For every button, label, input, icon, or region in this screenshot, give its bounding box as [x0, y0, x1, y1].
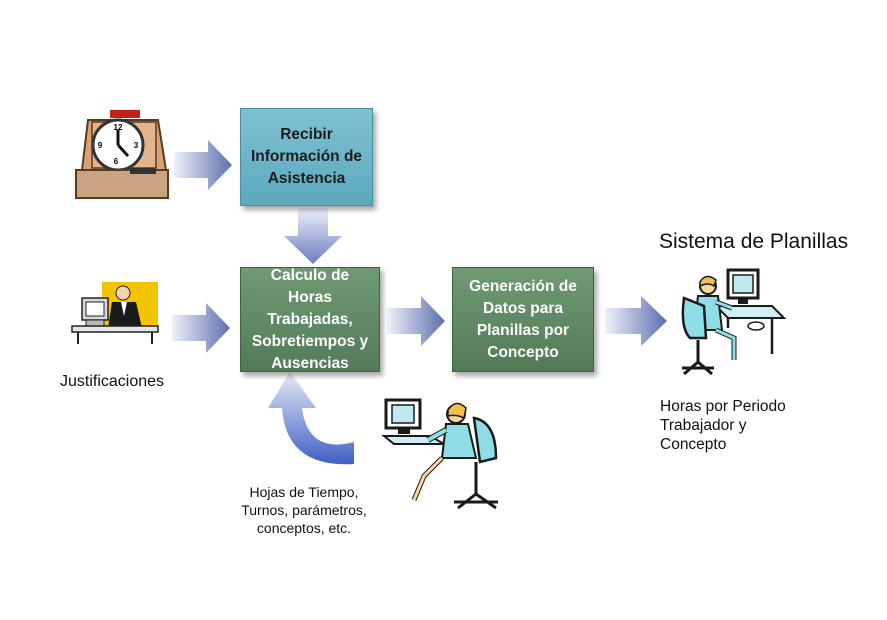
sheets-label-line3: conceptos, etc.	[256, 520, 352, 536]
output-label: Horas por Periodo Trabajador y Concepto	[660, 397, 786, 454]
system-title: Sistema de Planillas	[659, 230, 849, 253]
box-calculate-hours-text: Calculo de Horas Trabajadas, Sobretiempo…	[251, 266, 369, 372]
arrow-generation-to-system	[605, 296, 667, 346]
output-label-line1: Horas por Periodo	[660, 398, 786, 415]
computer-user-icon	[681, 268, 787, 376]
time-clock-icon: 12 3 6 9	[75, 110, 169, 199]
arrow-clock-to-receive	[174, 140, 232, 190]
box-data-generation-text: Generación de Datos para Planillas por C…	[469, 277, 577, 361]
clock-3: 3	[134, 141, 139, 150]
clock-12: 12	[114, 123, 123, 132]
typist-woman-icon	[381, 398, 498, 510]
box-data-generation: Generación de Datos para Planillas por C…	[452, 267, 594, 372]
arrow-justif-to-calc	[172, 303, 230, 353]
output-label-line3: Concepto	[660, 436, 727, 453]
output-label-line2: Trabajador y	[660, 417, 747, 434]
arrow-receive-to-calc	[284, 208, 342, 264]
sheets-label-line2: Turnos, parámetros,	[241, 502, 367, 518]
clock-6: 6	[114, 157, 119, 166]
arrow-calc-to-generation	[387, 296, 445, 346]
box-receive-attendance-text: Recibir Información de Asistencia	[250, 126, 363, 187]
curved-arrow-sheets-to-calc	[268, 372, 354, 465]
box-receive-attendance: Recibir Información de Asistencia	[240, 108, 373, 206]
sheets-label: Hojas de Tiempo, Turnos, parámetros, con…	[222, 483, 386, 537]
sheets-label-line1: Hojas de Tiempo,	[249, 484, 359, 500]
box-calculate-hours: Calculo de Horas Trabajadas, Sobretiempo…	[240, 267, 380, 372]
clock-9: 9	[98, 141, 103, 150]
office-worker-icon	[71, 282, 159, 344]
justifications-label: Justificaciones	[60, 373, 165, 390]
